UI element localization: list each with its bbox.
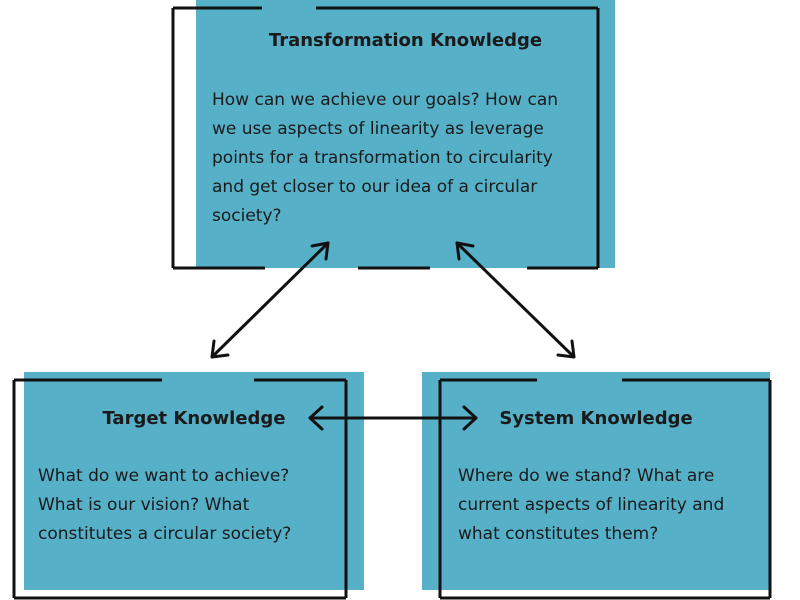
- transformation-line: How can we achieve our goals? How can: [212, 90, 559, 110]
- target-title: Target Knowledge: [102, 408, 286, 429]
- system-text: Where do we stand? What are current aspe…: [458, 462, 724, 549]
- transformation-line: we use aspects of linearity as leverage: [212, 119, 544, 139]
- transformation-line: points for a transformation to circulari…: [212, 148, 553, 168]
- target-line: What do we want to achieve?: [38, 466, 290, 486]
- transformation-text: How can we achieve our goals? How can we…: [212, 86, 558, 231]
- transformation-node: Transformation Knowledge How can we achi…: [196, 0, 615, 268]
- target-line: constitutes a circular society?: [38, 524, 292, 544]
- system-title: System Knowledge: [499, 408, 693, 429]
- target-text: What do we want to achieve? What is our …: [38, 462, 291, 549]
- transformation-line: and get closer to our idea of a circular: [212, 177, 538, 197]
- target-node: Target Knowledge What do we want to achi…: [24, 372, 364, 590]
- system-line: current aspects of linearity and: [458, 495, 725, 515]
- system-node: System Knowledge Where do we stand? What…: [422, 372, 770, 590]
- target-line: What is our vision? What: [38, 495, 250, 515]
- transformation-title: Transformation Knowledge: [268, 30, 543, 51]
- system-line: Where do we stand? What are: [458, 466, 715, 486]
- system-line: what constitutes them?: [458, 524, 659, 544]
- transformation-line: society?: [212, 206, 282, 226]
